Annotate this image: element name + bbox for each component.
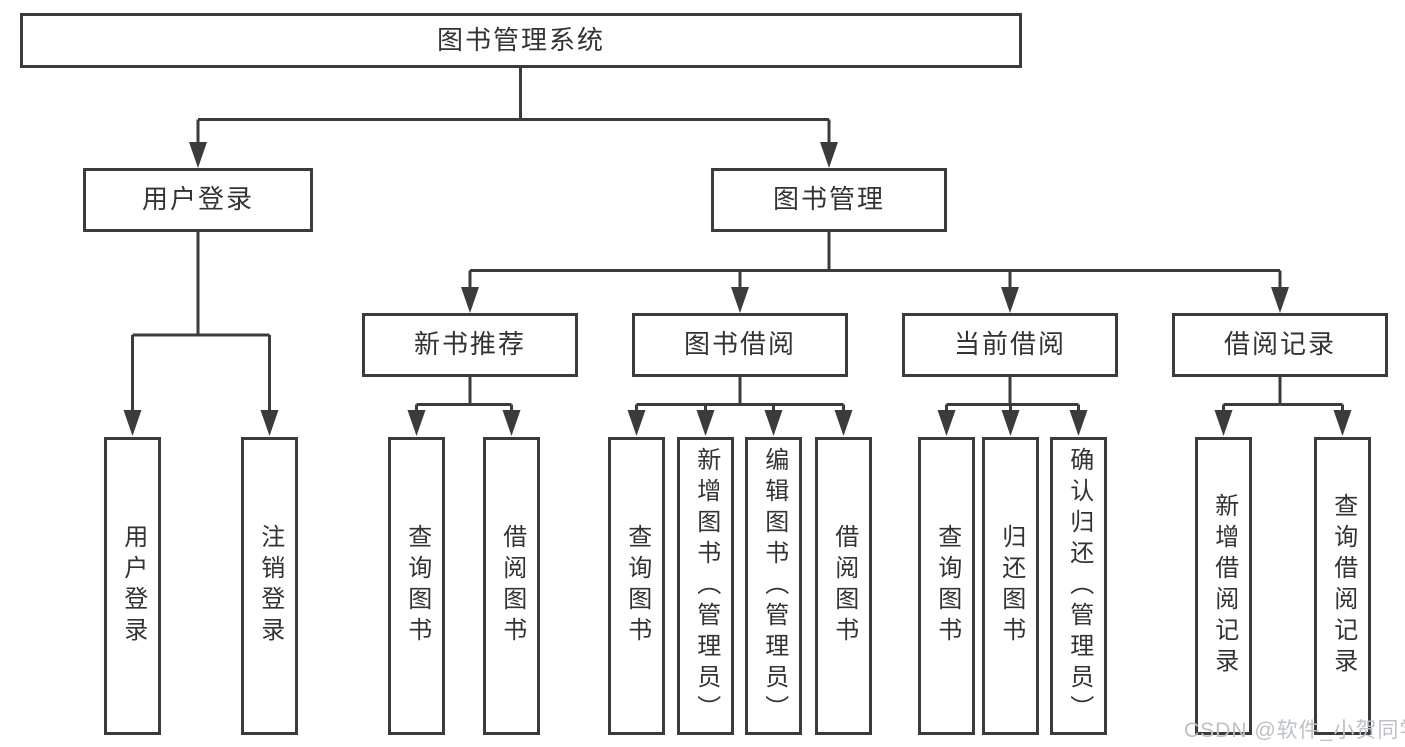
node-current-confirm: 确认归还（管理员） [1050,437,1107,735]
node-logout: 注销登录 [241,437,298,735]
node-current-borrowing: 当前借阅 [902,313,1118,377]
connector-root-to-level2 [196,68,831,146]
arrowheads-level2 [189,142,838,168]
node-records-query: 查询借阅记录 [1314,437,1371,735]
connector-current-to-children [945,377,1080,414]
connector-newbooks-to-children [415,377,513,414]
node-root: 图书管理系统 [20,13,1022,68]
node-new-book-recommend: 新书推荐 [362,313,578,377]
node-current-query: 查询图书 [918,437,975,735]
watermark: CSDN @软件_小贺同学 [1184,719,1405,742]
node-newbooks-query: 查询图书 [388,437,445,735]
connector-borrowing-to-children [635,377,845,414]
node-book-borrowing: 图书借阅 [632,313,848,377]
node-records-add: 新增借阅记录 [1195,437,1252,735]
connector-bookmgmt-to-level3 [468,232,1282,292]
node-newbooks-borrow: 借阅图书 [483,437,540,735]
node-borrowing-add: 新增图书（管理员） [677,437,734,735]
arrowheads-level3 [461,287,1289,313]
connector-records-to-children [1222,377,1344,414]
node-borrowing-query: 查询图书 [608,437,665,735]
node-current-return: 归还图书 [982,437,1039,735]
node-borrow-records: 借阅记录 [1172,313,1388,377]
node-borrowing-edit: 编辑图书（管理员） [745,437,802,735]
node-book-management: 图书管理 [711,168,947,232]
connector-userlogin-to-children [131,232,271,414]
node-login: 用户登录 [104,437,161,735]
arrowheads-level4 [123,410,1352,436]
node-borrowing-borrow: 借阅图书 [815,437,872,735]
node-user-login: 用户登录 [83,168,313,232]
